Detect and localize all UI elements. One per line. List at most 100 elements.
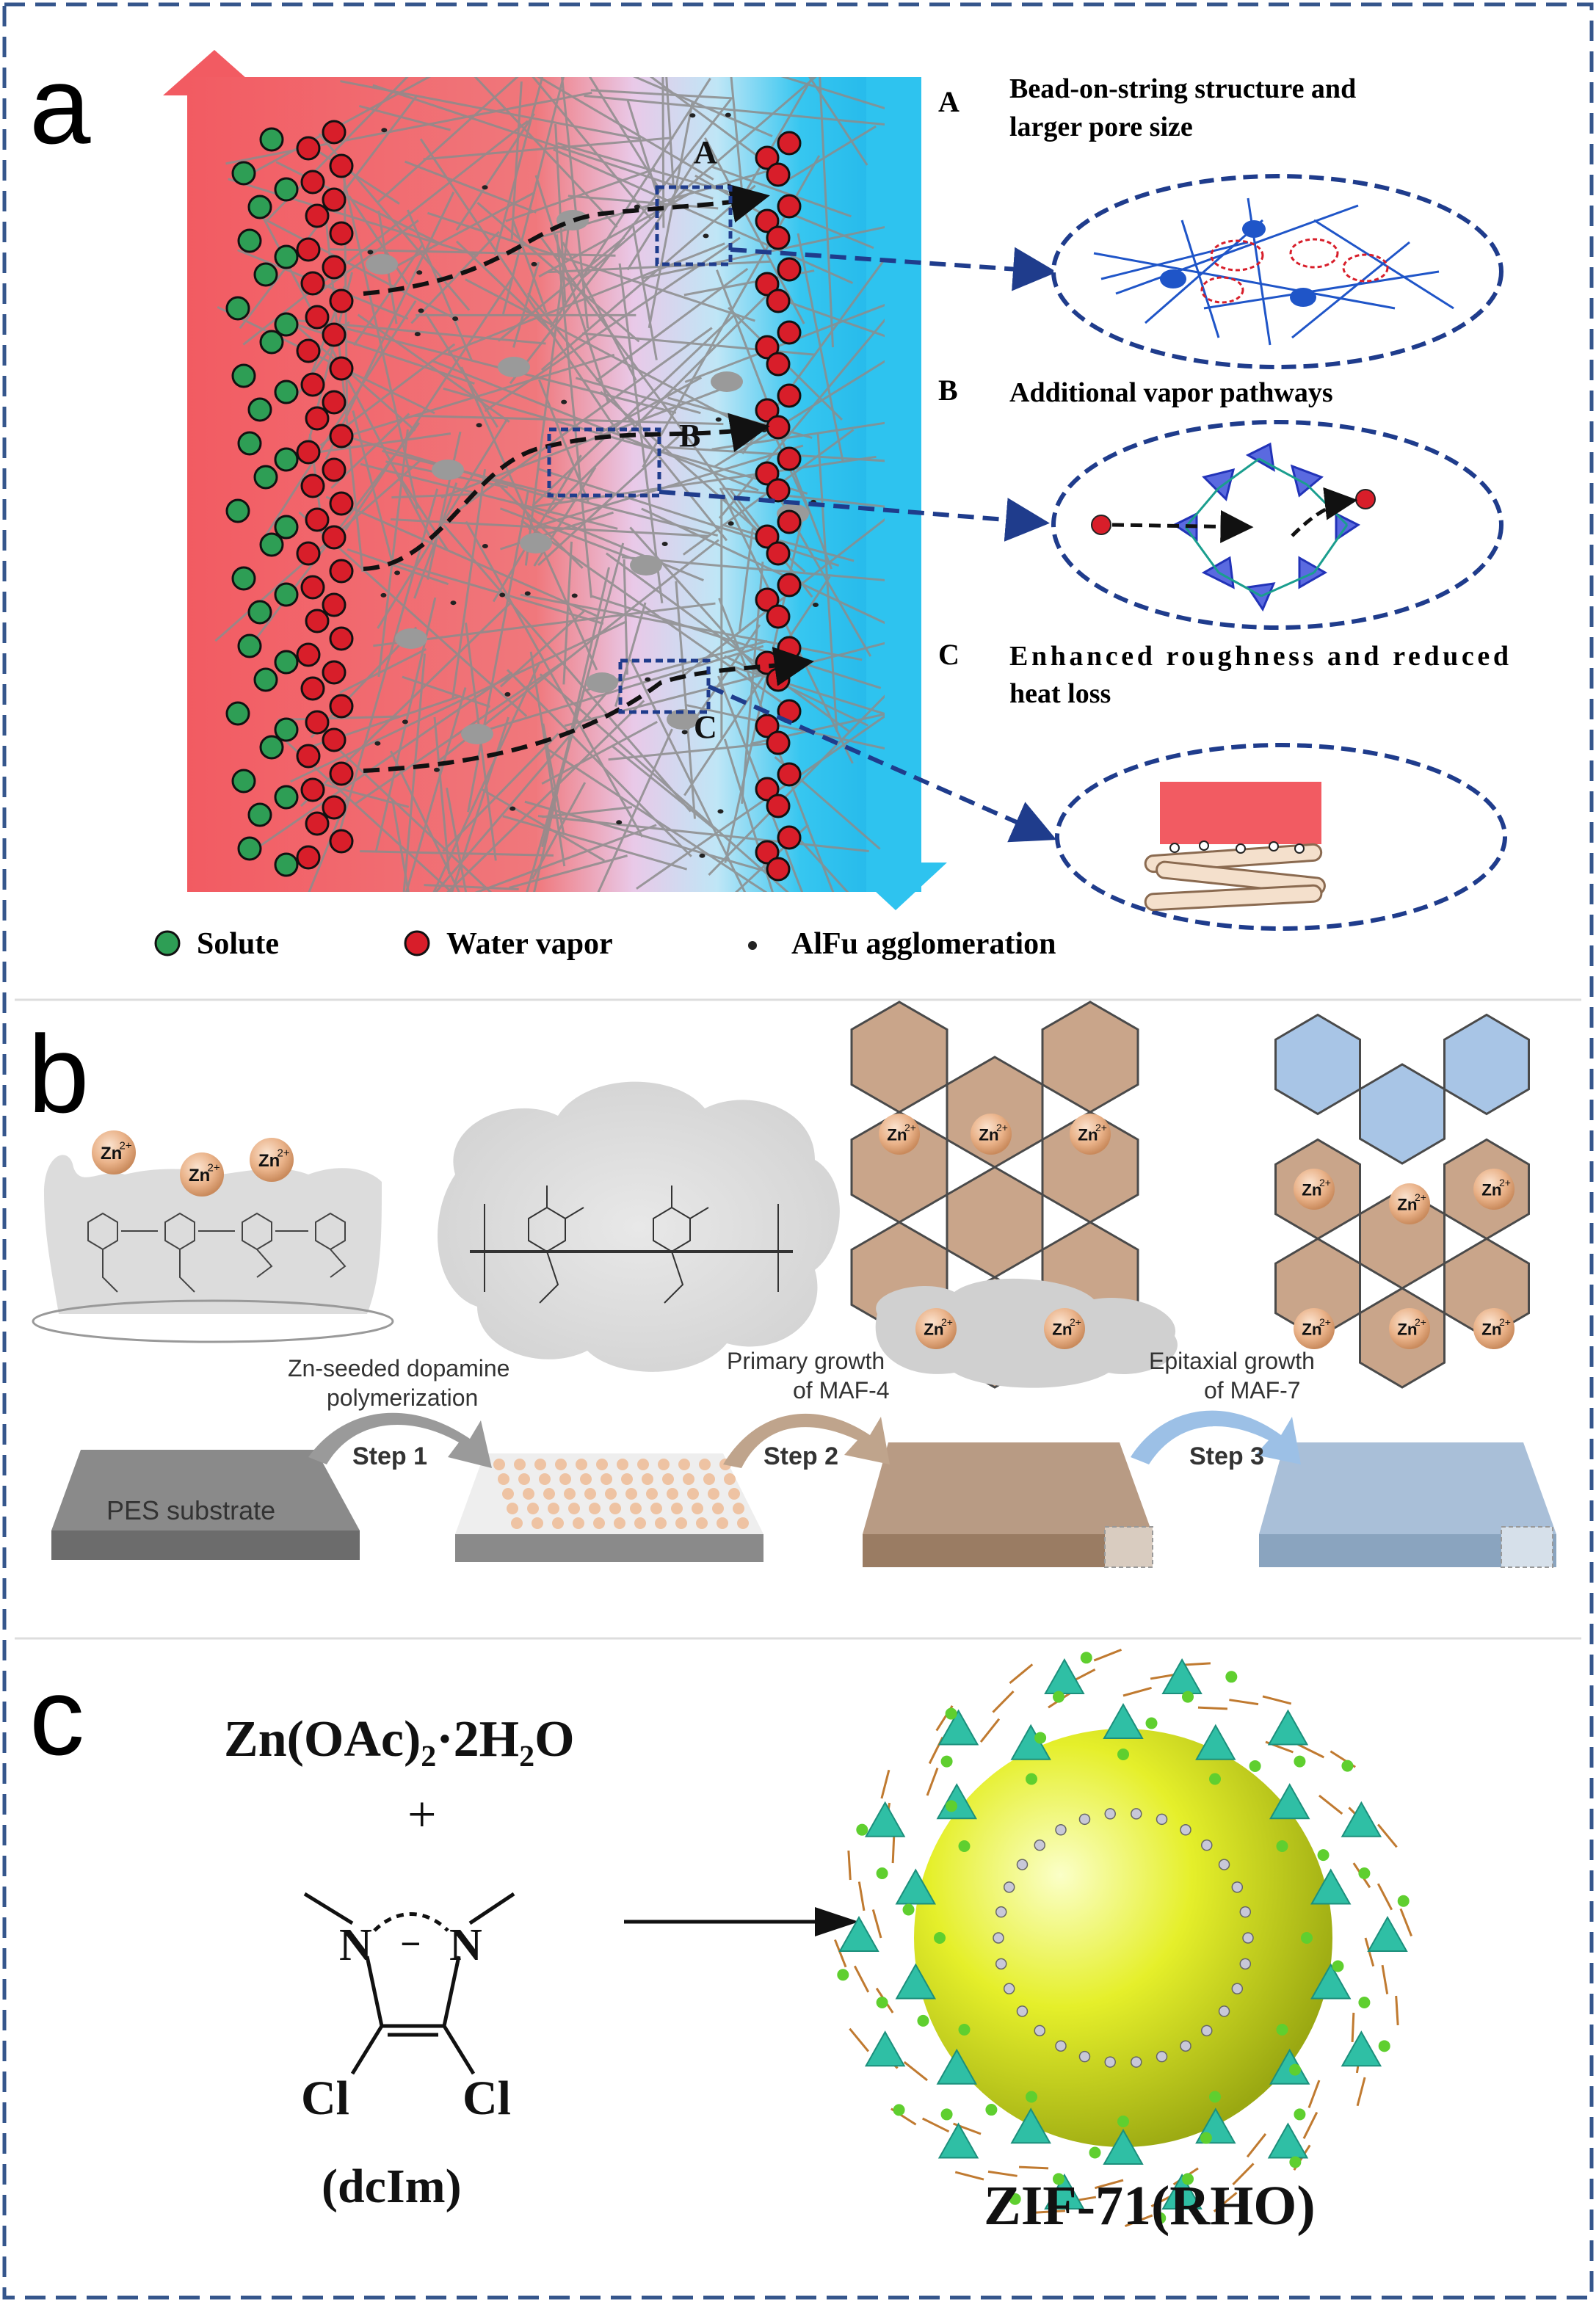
vapor-circle (766, 667, 791, 692)
alfu-dot (367, 250, 374, 255)
fiber (384, 191, 536, 274)
zif-cl-atom (893, 2104, 905, 2116)
fiber (426, 431, 462, 580)
vapor-circle (329, 221, 354, 246)
fiber (561, 77, 590, 329)
zif-cl-atom (1026, 1773, 1037, 1785)
step-2-caption-line1: Primary growth (727, 1348, 885, 1374)
zif-cl-atom (1026, 2091, 1037, 2103)
ligand-n-left: N (339, 1920, 372, 1970)
seed-dot (573, 1517, 584, 1529)
zn-ion-sphere (180, 1152, 224, 1197)
step-2-label: Step 2 (763, 1442, 838, 1470)
legend-alfu-swatch (748, 941, 757, 950)
legend: Solute Water vapor AlFu agglomeration (154, 927, 1056, 961)
alfu-dot (812, 603, 819, 608)
fiber (537, 77, 714, 181)
fiber (217, 305, 435, 415)
fiber (780, 77, 885, 109)
fiber (413, 482, 458, 599)
marker-c: C (694, 709, 717, 745)
zif-linker (849, 2027, 870, 2052)
fiber (664, 446, 885, 462)
alfu-dot (703, 233, 709, 239)
vapor-circle (755, 272, 780, 297)
zif-cl-atom (1378, 2040, 1390, 2052)
zn-tetrahedron (1310, 1963, 1352, 2000)
solute-circle (274, 650, 299, 675)
seed-dot (543, 1488, 555, 1500)
zif-atom (1003, 1983, 1015, 1994)
polydopamine-cloud (438, 1081, 840, 1372)
seed-dot (555, 1459, 567, 1470)
vapor-circle (755, 587, 780, 612)
zif-atom (1218, 1859, 1230, 1870)
fiber (501, 77, 565, 315)
seed-dot (576, 1459, 587, 1470)
zif-linker (1395, 1995, 1399, 2026)
seed-dot (696, 1517, 708, 1529)
alfu-dot (728, 521, 734, 526)
solute-circle (274, 244, 299, 269)
maf4-zoom-box (1104, 1526, 1153, 1568)
zn-ion-charge: 2+ (996, 1122, 1008, 1133)
zn-ion-sphere (1473, 1169, 1515, 1210)
zn-ion-charge: 2+ (1415, 1191, 1426, 1203)
zn-tetrahedron (1161, 1657, 1203, 1695)
vapor-circle (329, 288, 354, 313)
fiber (599, 376, 703, 435)
fiber (325, 495, 598, 617)
seed-dot (507, 1503, 518, 1514)
fiber (372, 84, 714, 200)
fiber (512, 220, 548, 313)
zif-linker (1124, 2214, 1153, 2227)
vapor-circle (777, 194, 802, 219)
fiber (430, 359, 759, 492)
zif-linker (1351, 2012, 1355, 2043)
vapor-circle (777, 446, 802, 471)
fiber (510, 81, 523, 240)
fiber (665, 77, 675, 189)
fiber (405, 687, 467, 892)
vapor-circle (766, 478, 791, 503)
zif-atom (1104, 2056, 1116, 2068)
fiber (419, 138, 623, 437)
zif-linker (1093, 1649, 1122, 1662)
vapor-circle (322, 390, 347, 415)
zn-seed-dots (493, 1459, 749, 1529)
zn-ion-charge: 2+ (1499, 1316, 1511, 1328)
fiber (455, 113, 535, 231)
seed-dot (646, 1488, 658, 1500)
fiber (502, 815, 688, 871)
vapor-circle (755, 840, 780, 865)
zif-cl-atom (1294, 2108, 1306, 2121)
vapor-circle (322, 525, 347, 550)
zif-linker (926, 1768, 939, 1796)
zif-atom (1055, 1824, 1067, 1836)
vapor-circle (766, 730, 791, 755)
fiber (584, 94, 885, 126)
fiber (314, 219, 419, 297)
zn-tetrahedron (1010, 2107, 1051, 2144)
zn-ion-charge: 2+ (1070, 1316, 1081, 1328)
maf4-hexagon (850, 1001, 948, 1114)
ligand-n-right: N (449, 1920, 482, 1970)
vapor-circle (766, 288, 791, 313)
fiber (509, 854, 628, 889)
vapor-circle (296, 237, 321, 262)
zif-linker (1381, 1964, 1389, 1994)
solute-circle (274, 447, 299, 472)
fiber-bead (667, 709, 699, 730)
alfu-dot (394, 570, 401, 576)
zif-atom (1055, 2040, 1067, 2052)
seed-dot (552, 1517, 564, 1529)
zn-ion-charge: 2+ (941, 1316, 953, 1328)
zif-linker (834, 1939, 847, 1968)
maf7-zoom-box (1501, 1526, 1553, 1568)
vapor-circle (755, 461, 780, 486)
zif-cl-atom (1154, 2212, 1167, 2224)
fiber (225, 91, 592, 165)
zif-cavity-sphere (914, 1729, 1332, 2147)
solute-circle (237, 431, 262, 456)
vapor-circle (300, 575, 325, 600)
